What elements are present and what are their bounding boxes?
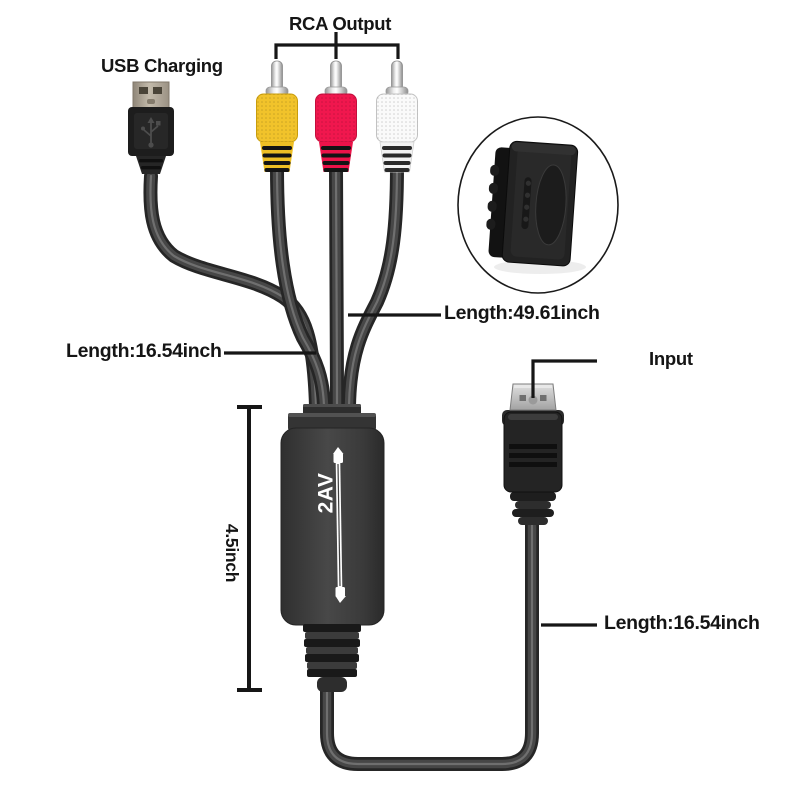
dimension-line-45inch — [237, 405, 262, 692]
usb-trident-icon — [141, 117, 161, 148]
rca-output-bracket — [274, 32, 400, 59]
cable-length-top-label: Length:49.61inch — [444, 302, 600, 324]
hdmi-coupler — [486, 140, 579, 267]
rca-plug-white — [376, 60, 418, 173]
cable-length-right-label: Length:16.54inch — [604, 612, 760, 634]
direction-arrow-icon — [333, 447, 346, 603]
cable-length-left-label: Length:16.54inch — [66, 340, 222, 362]
hdmi-coupler-inset — [457, 116, 619, 294]
usb-connector — [128, 81, 174, 174]
converter-height-label: 4.5inch — [221, 523, 242, 583]
rca-plug-red — [315, 60, 357, 172]
pointer-line-input — [531, 359, 597, 398]
converter-box — [280, 404, 385, 692]
converter-model-label: 2AV — [314, 472, 338, 514]
rca-white-cable — [349, 166, 397, 406]
rca-plug-yellow — [256, 60, 298, 172]
rca-yellow-cable — [277, 168, 324, 406]
hdmi-connector — [502, 383, 564, 525]
rca-red-cable — [336, 168, 337, 406]
input-label: Input — [649, 348, 693, 369]
rca-output-label: RCA Output — [289, 13, 392, 34]
usb-charging-label: USB Charging — [101, 55, 223, 76]
strain-relief — [303, 624, 361, 692]
